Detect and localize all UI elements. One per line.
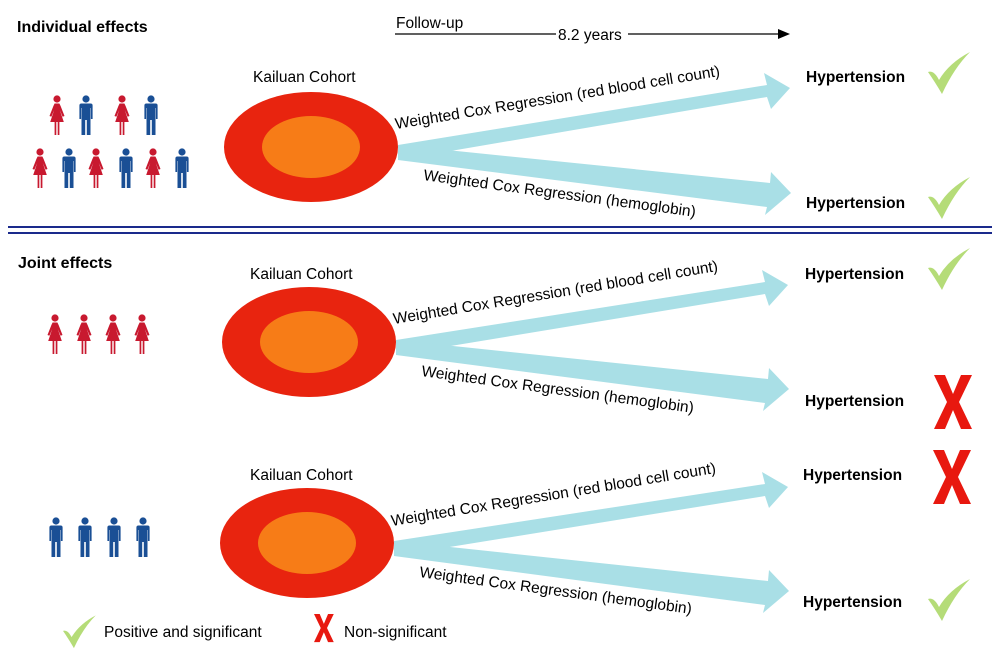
female-person-icon	[32, 148, 48, 188]
outcome-hypertension: Hypertension	[805, 266, 904, 283]
section-title: Joint effects	[18, 255, 112, 272]
cohort-inner-ellipse	[262, 116, 360, 178]
male-person-icon	[49, 517, 63, 557]
male-person-icon	[78, 517, 92, 557]
male-person-icon	[144, 95, 158, 135]
arrow-rbc	[396, 270, 788, 355]
outcome-hypertension: Hypertension	[806, 69, 905, 86]
cohort-label: Kailuan Cohort	[250, 266, 353, 283]
female-person-icon	[88, 148, 104, 188]
arrow-hemoglobin	[398, 145, 791, 215]
arrow-hemoglobin	[394, 541, 789, 613]
female-person-icon	[105, 314, 121, 354]
legend-nonsig-label: Non-significant	[344, 624, 447, 641]
cohort-label: Kailuan Cohort	[253, 69, 356, 86]
outcome-hypertension: Hypertension	[803, 594, 902, 611]
section-title: Individual effects	[17, 19, 148, 36]
timeline-arrowhead	[778, 29, 790, 39]
outcome-hypertension: Hypertension	[803, 467, 902, 484]
arrow-rbc	[394, 472, 788, 556]
male-person-icon	[107, 517, 121, 557]
cross-icon	[933, 450, 971, 504]
check-icon	[63, 615, 96, 649]
cohort-inner-ellipse	[258, 512, 356, 574]
people-group-mixed	[32, 95, 189, 188]
check-icon	[928, 52, 970, 94]
outcome-hypertension: Hypertension	[806, 195, 905, 212]
followup-label: Follow-up	[396, 15, 463, 32]
people-group-male	[49, 517, 150, 557]
legend-positive-label: Positive and significant	[104, 624, 262, 641]
followup-duration: 8.2 years	[558, 27, 622, 44]
female-person-icon	[114, 95, 130, 135]
section-joint-effects-male: Kailuan Cohort Weighted Cox Regression (…	[49, 450, 971, 621]
section-joint-effects-female: Joint effects Kailuan Cohort Weighted Co…	[18, 248, 972, 429]
cohort-inner-ellipse	[260, 311, 358, 373]
male-person-icon	[79, 95, 93, 135]
arrow-hemoglobin	[396, 340, 789, 411]
people-group-female	[47, 314, 150, 354]
cross-icon	[934, 375, 972, 429]
female-person-icon	[134, 314, 150, 354]
check-icon	[928, 579, 970, 621]
outcome-hypertension: Hypertension	[805, 393, 904, 410]
male-person-icon	[175, 148, 189, 188]
male-person-icon	[119, 148, 133, 188]
arrow-rbc	[398, 73, 790, 160]
male-person-icon	[62, 148, 76, 188]
female-person-icon	[145, 148, 161, 188]
legend: Positive and significant Non-significant	[63, 614, 447, 649]
followup-timeline: Follow-up 8.2 years	[395, 15, 790, 44]
section-divider	[8, 226, 992, 234]
female-person-icon	[47, 314, 63, 354]
cross-icon	[314, 614, 334, 643]
male-person-icon	[136, 517, 150, 557]
female-person-icon	[49, 95, 65, 135]
female-person-icon	[76, 314, 92, 354]
cohort-label: Kailuan Cohort	[250, 467, 353, 484]
check-icon	[928, 248, 970, 290]
section-individual-effects: Individual effects Kailuan Cohort Weight…	[17, 19, 970, 221]
check-icon	[928, 177, 970, 219]
